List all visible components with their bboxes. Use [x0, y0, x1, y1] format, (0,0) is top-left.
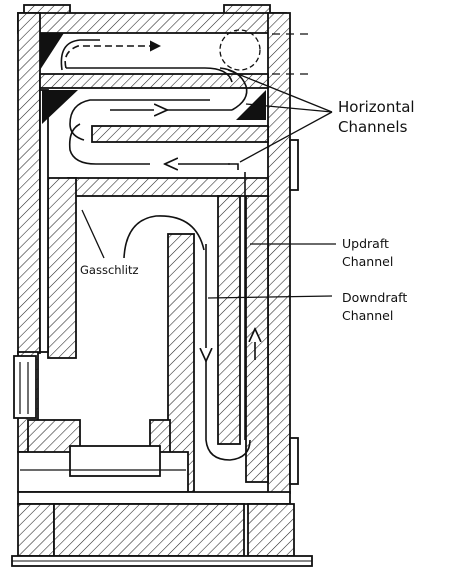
leader-lines: [81, 69, 336, 299]
foundation-mid: [53, 503, 245, 557]
flue-outlet: [219, 29, 312, 75]
top-return-flow: [66, 67, 233, 83]
right-wall-lining: [245, 181, 269, 483]
fire-loop: [123, 215, 205, 259]
base-slab: [17, 491, 291, 505]
right-outer-wall: [267, 12, 291, 494]
label-horizontal-channels-line2: Channels: [338, 118, 408, 136]
right-flange-lower: [289, 437, 299, 485]
right-flange-upper: [289, 139, 299, 191]
top-channel-flow: [64, 40, 162, 69]
label-gasschlitz: Gasschlitz: [80, 263, 139, 277]
flow-paths: [60, 39, 255, 461]
ash-door-inner: [69, 445, 161, 477]
upper-channel-flow: [69, 99, 210, 141]
top-slab: [17, 12, 287, 34]
lower-channel-connect: [228, 163, 239, 170]
top-double-line: [60, 39, 100, 71]
left-inner-wall: [47, 177, 77, 359]
label-horizontal-channels-line1: Horizontal: [338, 98, 415, 116]
label-downdraft-line1: Downdraft: [342, 290, 407, 305]
upper-shelf: [39, 73, 269, 89]
lower-channel-left: [68, 123, 150, 165]
updraft-divider: [217, 195, 241, 445]
door-handle-block: [13, 355, 37, 419]
foundation-left: [17, 503, 55, 557]
middle-shelf: [91, 125, 269, 143]
downdraft-tail: [205, 360, 251, 461]
left-lining: [39, 89, 49, 353]
firebox-ceiling: [67, 177, 269, 197]
foundation-right: [247, 503, 295, 557]
label-downdraft-line2: Channel: [342, 308, 393, 323]
label-updraft-line2: Channel: [342, 254, 393, 269]
stove-body: [11, 4, 313, 567]
left-outer-wall: [17, 12, 41, 354]
label-updraft-line1: Updraft: [342, 236, 389, 251]
